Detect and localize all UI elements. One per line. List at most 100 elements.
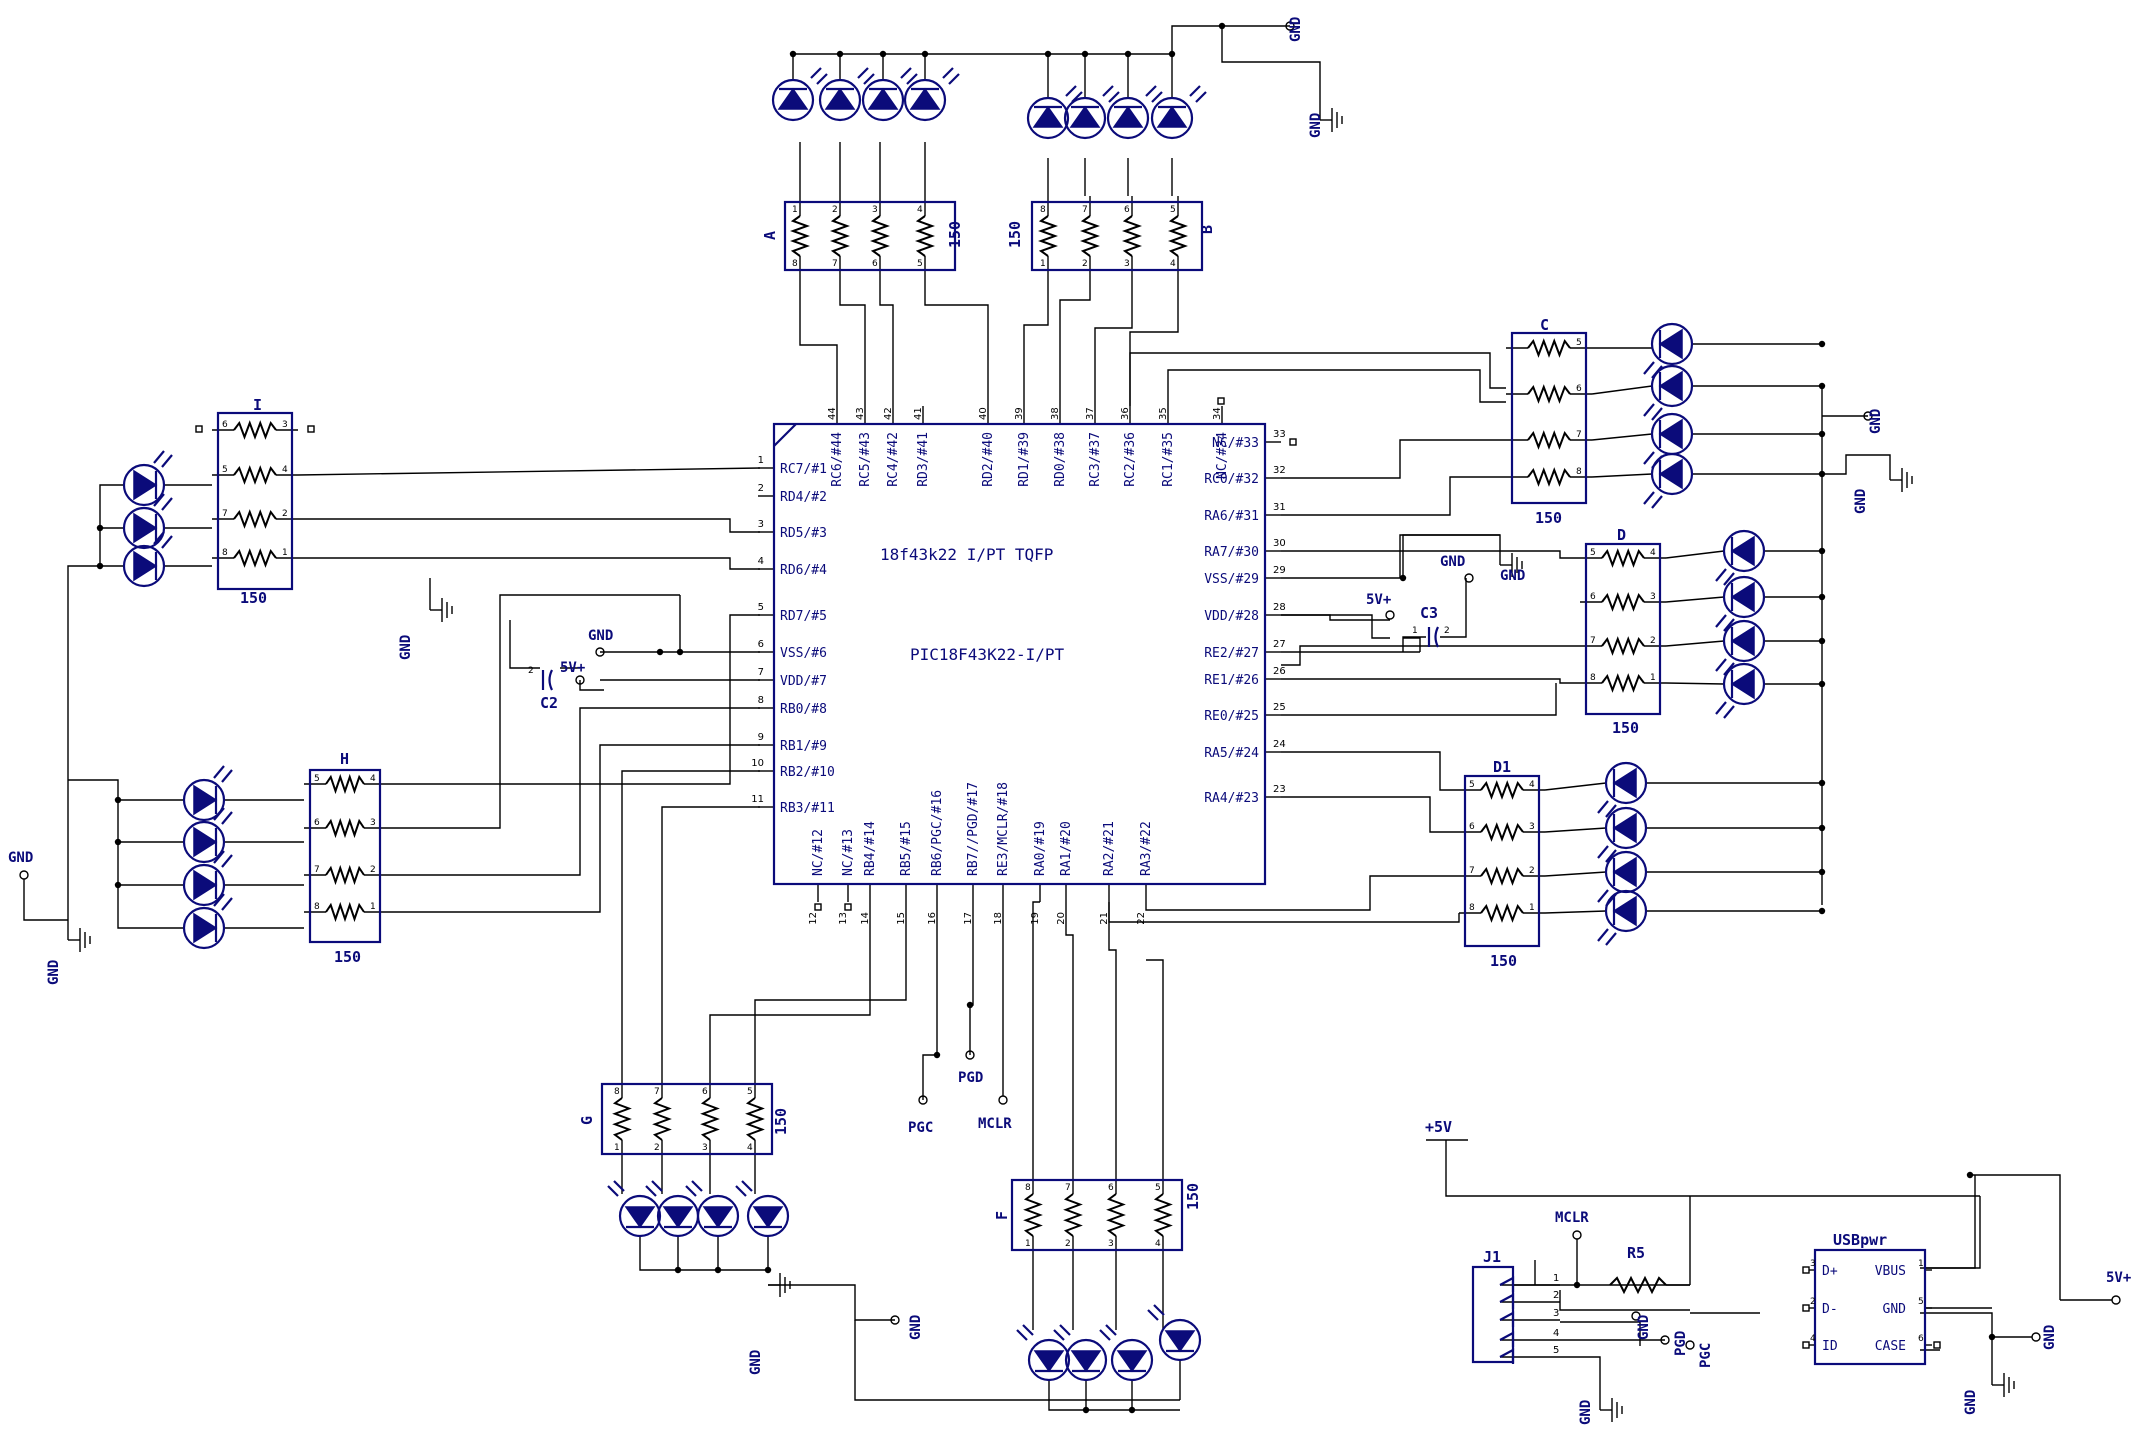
net-label: PGC	[908, 1120, 933, 1136]
led-body	[1110, 1338, 1154, 1382]
connector-pin	[1499, 1311, 1515, 1327]
led-anode	[777, 87, 809, 110]
chip-pin-label: NC/#12	[811, 829, 826, 876]
resistor	[233, 465, 277, 485]
pin-number: 3	[702, 1143, 708, 1153]
resistor	[1601, 673, 1645, 693]
wire	[1048, 1380, 1180, 1411]
chip-pin-number: 19	[1030, 912, 1041, 925]
wire	[922, 902, 938, 1100]
chip-pin-label: RC7/#1	[780, 462, 827, 477]
resistor-r5: R5	[1627, 1244, 1645, 1262]
led-body	[861, 78, 905, 122]
usb-pin-label: D-	[1822, 1302, 1838, 1317]
led-body	[1650, 364, 1694, 408]
chip-pin-number: 6	[758, 639, 764, 650]
wire	[1544, 782, 1607, 791]
net-flag	[1863, 411, 1873, 421]
wire	[1591, 473, 1653, 478]
chip-pin-label: RA3/#22	[1139, 821, 1154, 876]
pin-number: 3	[1529, 822, 1535, 832]
wire	[1129, 276, 1179, 406]
led-anode	[662, 1206, 694, 1229]
junction	[1818, 868, 1826, 876]
chip-pin-number: 18	[993, 912, 1004, 925]
pin-number: 3	[370, 818, 376, 828]
pin-number: 4	[1155, 1239, 1161, 1249]
led-body	[1650, 452, 1694, 496]
resistor	[233, 509, 277, 529]
chip-pin-number: 11	[751, 794, 764, 805]
net-flag	[965, 1050, 975, 1060]
chip-pin-label: RC4/#42	[886, 432, 901, 487]
led-body	[1106, 96, 1150, 140]
nc-terminal	[1802, 1341, 1810, 1349]
wire	[1023, 276, 1049, 406]
led	[1643, 364, 1694, 421]
wire	[1591, 385, 1653, 395]
net-label: PGD	[958, 1070, 983, 1086]
pin-number: 7	[1576, 430, 1582, 440]
network-value: 150	[946, 221, 964, 248]
junction	[1818, 824, 1826, 832]
pin-number: 2	[1529, 866, 1535, 876]
led-body	[618, 1194, 662, 1238]
resistor	[700, 1097, 720, 1141]
resistor	[1480, 780, 1524, 800]
pin-number: 8	[1576, 467, 1582, 477]
ground-label: GND	[46, 960, 62, 985]
resistor	[830, 215, 850, 257]
led-anode	[1070, 1350, 1102, 1373]
pin-number: 1	[370, 902, 376, 912]
usb-pin-label: CASE	[1875, 1339, 1906, 1354]
resistor	[1609, 1275, 1667, 1295]
chip-pin-number: 36	[1120, 407, 1131, 420]
wire	[1108, 902, 1460, 923]
wire	[1544, 871, 1607, 877]
led-body	[1604, 761, 1648, 805]
junction	[656, 648, 664, 656]
chip-pin-label: RA2/#21	[1102, 821, 1117, 876]
pin-number: 5	[1469, 780, 1475, 790]
usb-pin-label: VBUS	[1875, 1264, 1906, 1279]
net-flag	[575, 675, 585, 685]
wire	[709, 902, 871, 1078]
pin-number: 1	[1025, 1239, 1031, 1249]
pin-number: 5	[1590, 548, 1596, 558]
pin-number: 4	[370, 774, 376, 784]
led-body	[746, 1194, 790, 1238]
chip-pin-number: 2	[758, 483, 764, 494]
junction	[1966, 1171, 1974, 1179]
nc-terminal	[1933, 1341, 1941, 1349]
led	[182, 807, 233, 864]
network-value: 150	[334, 948, 361, 966]
usb-pin-label: GND	[1883, 1302, 1907, 1317]
resistor	[1063, 1193, 1083, 1237]
ground-symbol	[430, 598, 453, 622]
pin-number: 5	[1155, 1183, 1161, 1193]
pin-number: 1	[1040, 259, 1046, 269]
chip-pin-number: 12	[808, 912, 819, 925]
pin-number: 5	[314, 774, 320, 784]
net-label: GND	[908, 1315, 924, 1340]
pin-number: 6	[1918, 1334, 1924, 1344]
wire	[1281, 439, 1506, 479]
net-flag	[595, 647, 605, 657]
resistor-network-c	[1510, 331, 1588, 505]
pin-number: 1	[614, 1143, 620, 1153]
led-anode	[909, 87, 941, 110]
led-light-arrows	[1715, 614, 1735, 632]
led-body	[696, 1194, 740, 1238]
resistor	[1168, 215, 1188, 257]
led	[122, 450, 173, 507]
pin-number: 7	[314, 865, 320, 875]
labels: 18f43k22 I/PT TQFPPIC18F43K22-I/PT1RC7/#…	[8, 17, 2131, 1425]
led-body	[182, 863, 226, 907]
pin-number: 1	[282, 548, 288, 558]
led-body	[1158, 1318, 1202, 1362]
resistor	[612, 1097, 632, 1141]
pin-number: 3	[282, 420, 288, 430]
pin-number: 6	[314, 818, 320, 828]
net-flag	[19, 870, 29, 880]
led-anode	[1116, 1350, 1148, 1373]
